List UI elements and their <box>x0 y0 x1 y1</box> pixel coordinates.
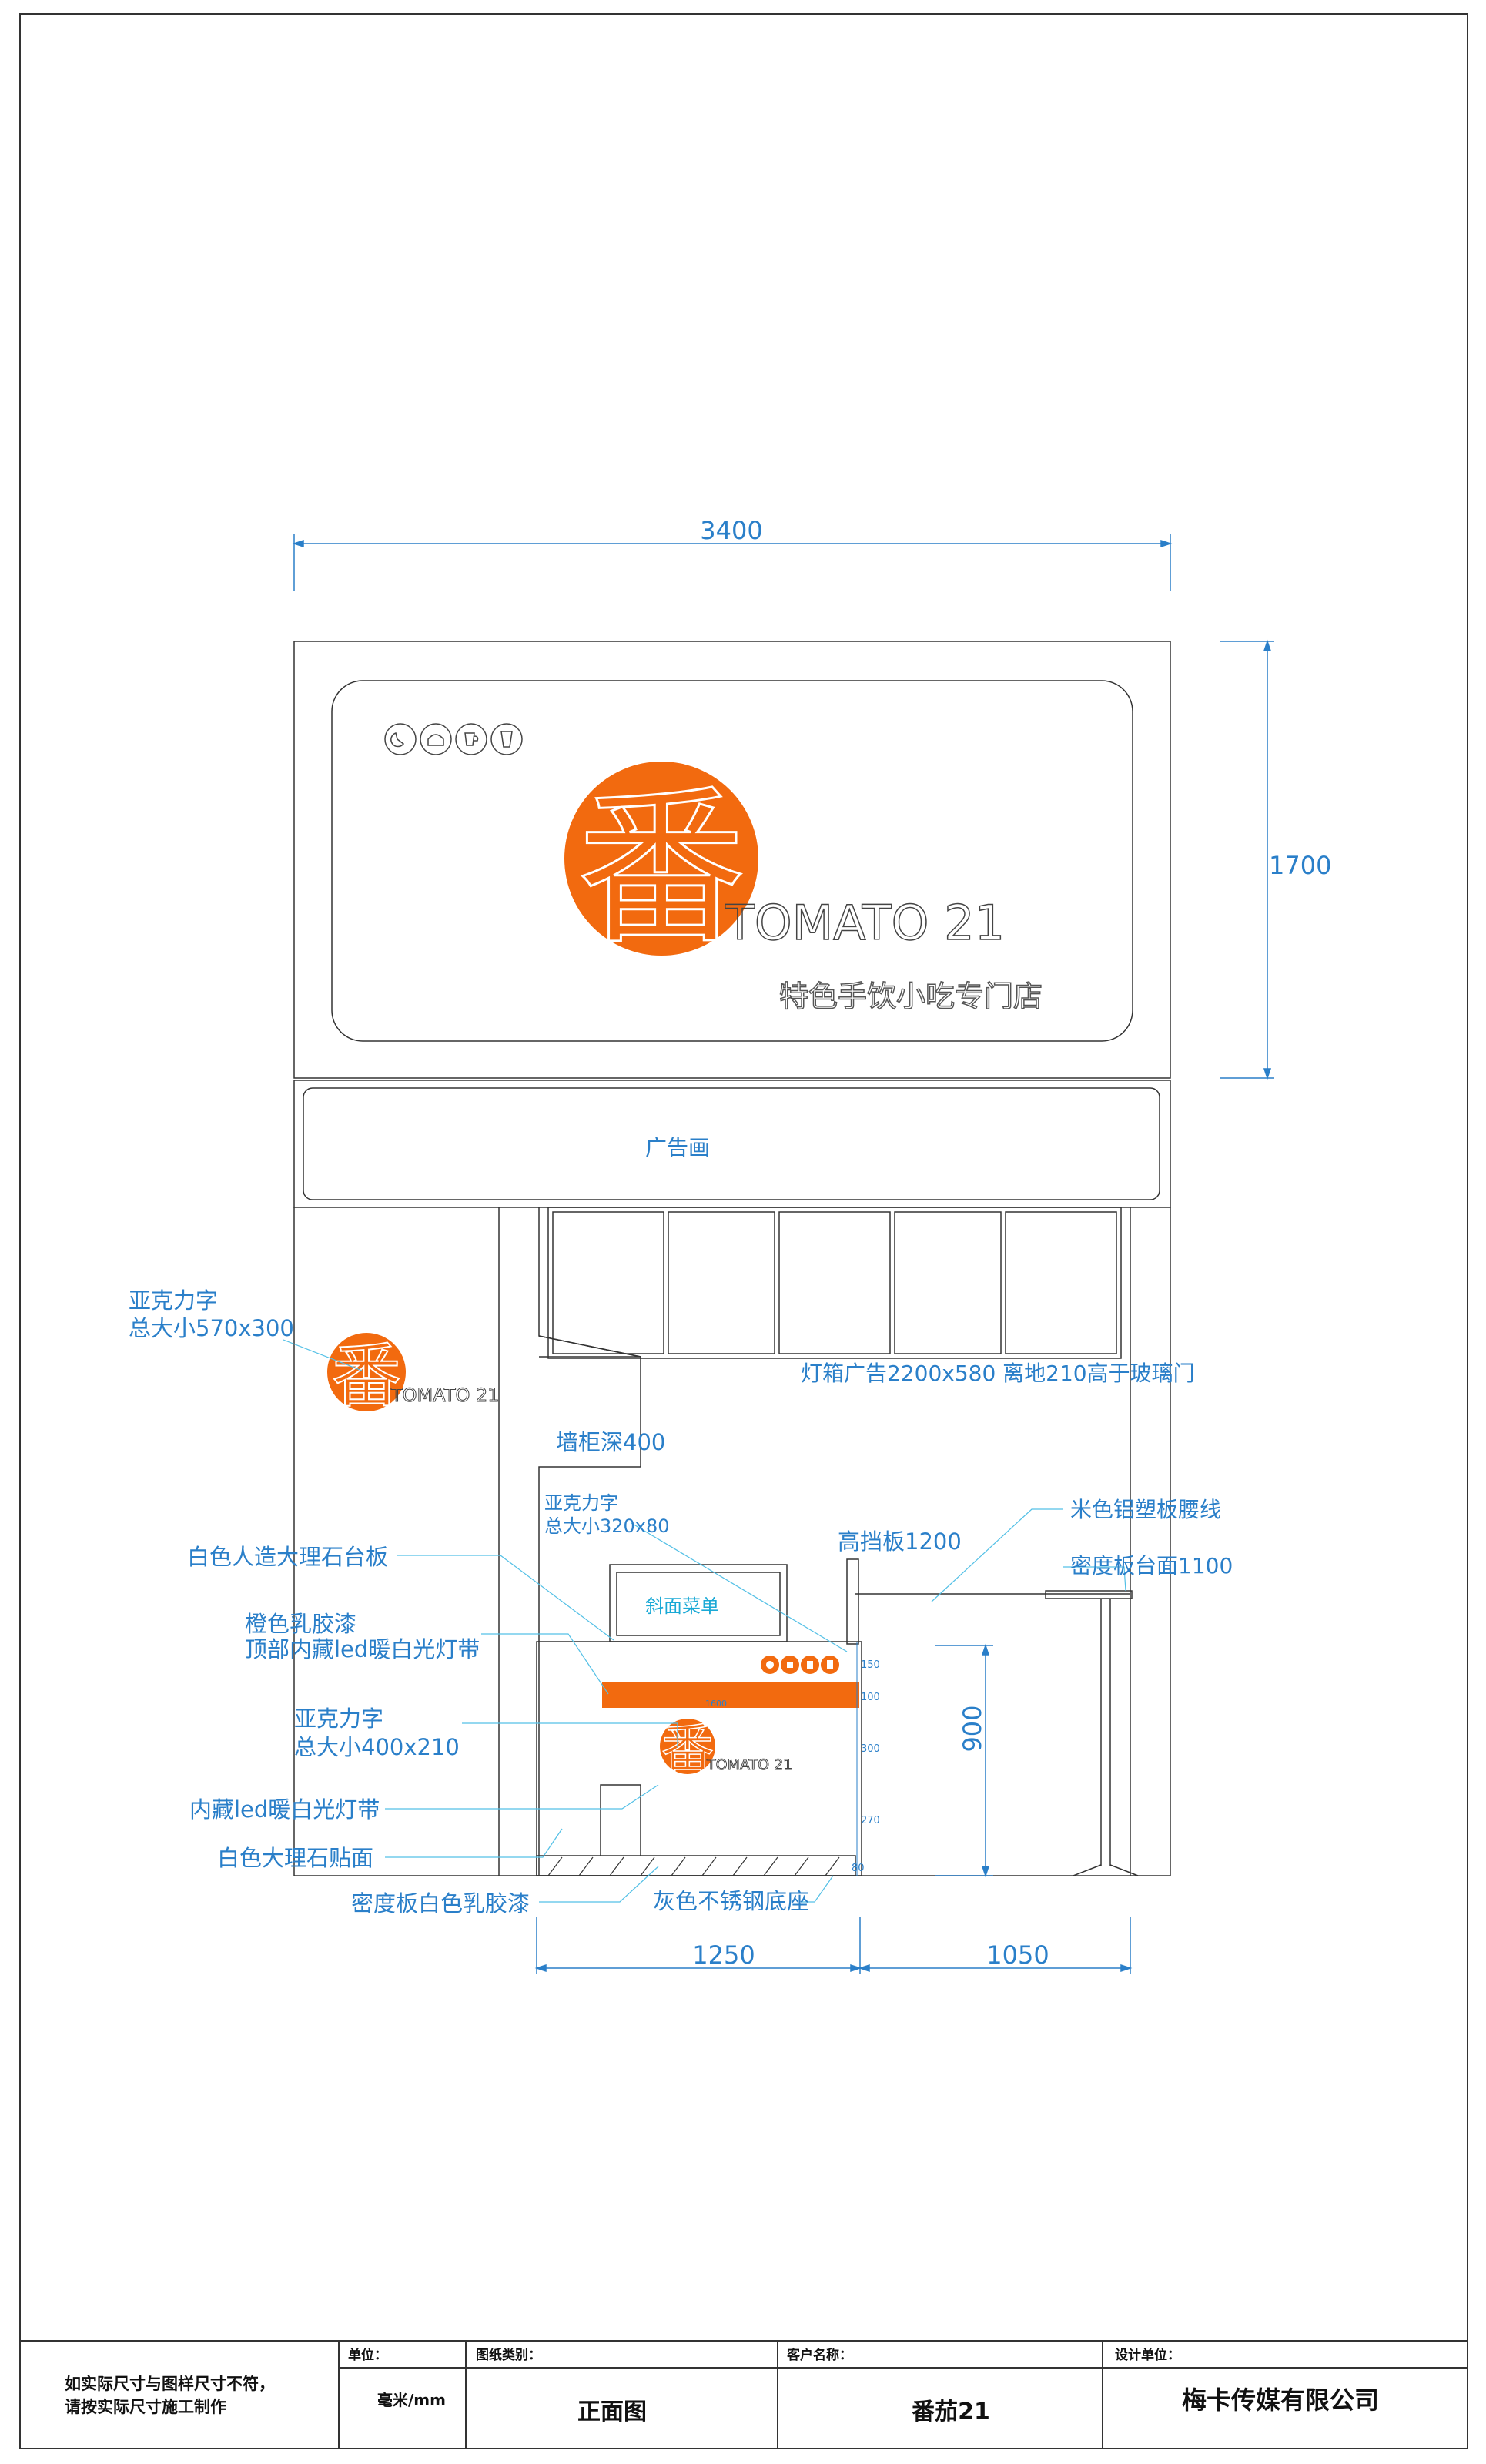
dim-overall-width <box>292 534 1173 591</box>
dim-counter-width-label: 1250 <box>692 1940 755 1970</box>
dim-overall-width-label: 3400 <box>700 516 762 545</box>
note-acrylic-medium-1: 亚克力字 <box>544 1492 618 1514</box>
category-label: 图纸类别： <box>476 2347 541 2363</box>
drink-icon <box>490 723 523 755</box>
note-mdf-top: 密度板台面1100 <box>1070 1553 1233 1578</box>
dim-counter-height <box>935 1643 993 1878</box>
sign-icon-row <box>384 723 523 755</box>
banner-frame <box>293 1080 1171 1208</box>
note-steel-base: 灰色不锈钢底座 <box>653 1888 809 1914</box>
logo-char-large: 番 <box>577 770 746 967</box>
dim-side-width-label: 1050 <box>986 1940 1049 1970</box>
title-note-2: 请按实际尺寸施工制作 <box>65 2398 226 2416</box>
note-lightbox: 灯箱广告2200x580 离地210高于玻璃门 <box>801 1361 1195 1386</box>
note-wall-cabinet: 墙柜深400 <box>556 1429 665 1455</box>
counter-icon-glyphs <box>766 1660 833 1669</box>
note-orange-paint-1: 橙色乳胶漆 <box>245 1611 356 1637</box>
note-acrylic-large-2: 总大小570x300 <box>129 1315 294 1341</box>
bread-icon <box>420 723 452 755</box>
small-dim-150: 150 <box>861 1659 880 1671</box>
note-acrylic-large-1: 亚克力字 <box>129 1287 218 1314</box>
lightbox-panels <box>547 1207 1122 1359</box>
logo-circle-large <box>564 762 758 956</box>
cup-icon <box>455 723 487 755</box>
designer-label: 设计单位： <box>1115 2347 1180 2363</box>
small-dim-300: 300 <box>861 1743 880 1755</box>
brand-text-counter: TOMATO 21 <box>706 1756 792 1773</box>
strip-dimension-label: 1600 <box>705 1699 727 1709</box>
title-note-1: 如实际尺寸与图样尺寸不符， <box>65 2375 275 2393</box>
note-acrylic-small-1: 亚克力字 <box>294 1706 383 1732</box>
bar-table <box>1045 1590 1139 1876</box>
designer-value: 梅卡传媒有限公司 <box>1182 2385 1379 2415</box>
note-led-strip: 内藏led暖白光灯带 <box>189 1796 380 1823</box>
unit-label: 单位： <box>348 2347 387 2363</box>
small-dim-270: 270 <box>861 1815 880 1826</box>
note-acrylic-small-2: 总大小400x210 <box>294 1734 460 1760</box>
banner-label: 广告画 <box>645 1135 710 1160</box>
menu-board-label: 斜面菜单 <box>645 1595 719 1617</box>
logo-circle-counter <box>660 1719 715 1774</box>
logo-circle-wall <box>327 1333 406 1411</box>
brand-text-large: TOMATO 21 <box>725 895 1005 951</box>
drawing-border <box>19 13 1468 2449</box>
note-orange-paint-2: 顶部内藏led暖白光灯带 <box>245 1636 480 1662</box>
dim-counter-height-label: 900 <box>958 1705 987 1752</box>
logo-char-wall: 番 <box>332 1336 401 1417</box>
leader-lines <box>283 1339 1126 1903</box>
note-waistline: 米色铝塑板腰线 <box>1070 1497 1221 1522</box>
counter-base-hatch <box>547 1856 840 1876</box>
note-baffle: 高挡板1200 <box>838 1528 962 1555</box>
note-marble-face: 白色大理石贴面 <box>217 1845 373 1871</box>
pacman-icon <box>384 723 417 755</box>
dim-upper-height <box>1220 639 1274 1080</box>
lower-structure <box>293 1207 1171 1876</box>
client-label: 客户名称： <box>786 2347 852 2363</box>
top-sign-panel <box>293 641 1171 1079</box>
sign-slogan: 特色手饮小吃专门店 <box>779 979 1043 1013</box>
category-value: 正面图 <box>577 2399 647 2426</box>
dim-bottom <box>534 1917 1133 1974</box>
small-dim-80: 80 <box>852 1863 865 1874</box>
note-mdf-paint: 密度板白色乳胶漆 <box>351 1890 530 1917</box>
title-block <box>19 2340 1468 2449</box>
note-acrylic-medium-2: 总大小320x80 <box>544 1515 670 1537</box>
small-dim-100: 100 <box>861 1692 880 1703</box>
counter-orange-strip <box>602 1682 859 1708</box>
brand-text-wall: TOMATO 21 <box>390 1384 500 1406</box>
counter-body <box>536 1558 862 1876</box>
unit-value: 毫米/mm <box>377 2391 446 2409</box>
client-value: 番茄21 <box>912 2399 990 2426</box>
logo-char-counter: 番 <box>661 1719 714 1780</box>
dim-upper-height-label: 1700 <box>1269 851 1331 880</box>
note-marble-top: 白色人造大理石台板 <box>187 1544 388 1570</box>
